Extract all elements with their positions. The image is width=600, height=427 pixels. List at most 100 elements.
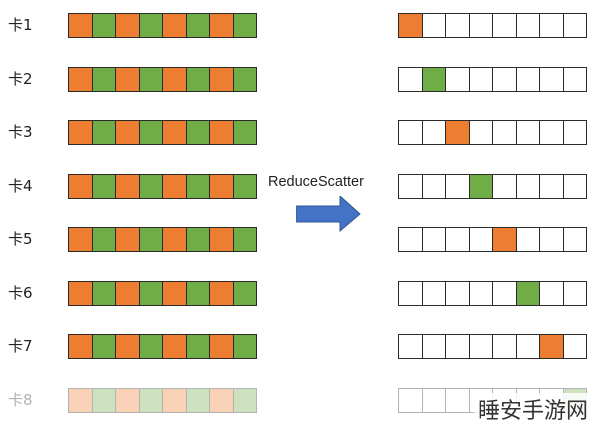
output-chunk-cell [445,280,470,306]
input-chunk-cell [68,173,93,199]
input-chunk-cell [209,227,234,252]
output-chunk-cell [539,280,564,306]
output-chunk-cell [398,120,423,145]
input-chunk-cell [162,227,187,252]
input-chunk-cell [115,227,140,252]
output-chunk-cell [562,66,587,92]
output-chunk-cell [562,227,587,252]
output-chunk-cell [492,280,517,306]
output-chunk-cell [445,387,470,413]
input-chunk-cell [68,280,93,306]
input-chunk-cell [232,280,257,306]
input-chunk-cell [138,387,163,413]
input-chunk-cell [209,173,234,199]
card-label: 卡1 [8,16,33,34]
input-chunk-cell [91,13,116,38]
output-chunk-cell [539,13,564,38]
output-chunk-cell [539,227,564,252]
input-chunk-cell [91,334,116,359]
output-chunk-cell [468,120,493,145]
input-chunk-cell [138,227,163,252]
output-chunk-cell [421,13,446,38]
input-chunk-cell [68,387,93,413]
input-chunk-cell [209,66,234,92]
input-chunk-cell [162,173,187,199]
input-chunk-cell [209,13,234,38]
input-chunk-cell [68,120,93,145]
output-chunk-cell [539,66,564,92]
output-chunk-cell [445,334,470,359]
output-chunk-cell [492,13,517,38]
input-chunk-cell [162,120,187,145]
output-chunk-cell [398,173,423,199]
input-chunk-cell [185,173,210,199]
input-chunk-cell [91,387,116,413]
input-chunk-cell [185,387,210,413]
input-chunk-cell [138,280,163,306]
output-chunk-cell [562,280,587,306]
input-chunk-cell [68,334,93,359]
card-label: 卡2 [8,69,33,88]
input-chunk-cell [232,387,257,413]
input-chunk-cell [115,387,140,413]
output-chunk-cell [398,13,423,38]
input-chunk-cell [185,280,210,306]
input-chunk-cell [162,334,187,359]
input-chunk-cell [115,66,140,92]
output-chunk-cell [515,227,540,252]
input-chunk-cell [115,334,140,359]
card-label: 卡5 [8,230,33,248]
output-chunk-cell [398,387,423,413]
output-chunk-cell [398,66,423,92]
input-chunk-cell [185,13,210,38]
output-chunk-cell [468,173,493,199]
output-chunk-cell [445,173,470,199]
output-chunk-cell [398,227,423,252]
output-chunk-cell [421,66,446,92]
output-chunk-cell [515,173,540,199]
input-chunk-cell [232,120,257,145]
input-chunk-cell [138,334,163,359]
output-chunk-cell [539,173,564,199]
output-chunk-cell [515,13,540,38]
input-chunk-cell [91,120,116,145]
output-chunk-cell [445,66,470,92]
output-chunk-cell [421,280,446,306]
output-chunk-cell [445,120,470,145]
output-chunk-cell [539,120,564,145]
output-chunk-cell [445,13,470,38]
output-chunk-cell [515,66,540,92]
output-chunk-cell [398,334,423,359]
input-chunk-cell [115,13,140,38]
output-chunk-cell [492,66,517,92]
input-chunk-cell [68,13,93,38]
output-chunk-cell [562,334,587,359]
card-label: 卡8 [8,390,33,409]
input-chunk-cell [138,173,163,199]
input-chunk-cell [232,227,257,252]
input-chunk-cell [162,13,187,38]
input-chunk-cell [209,334,234,359]
output-chunk-cell [492,227,517,252]
input-chunk-cell [232,13,257,38]
input-chunk-cell [115,120,140,145]
input-chunk-cell [91,227,116,252]
output-chunk-cell [562,173,587,199]
output-chunk-cell [421,334,446,359]
input-chunk-cell [138,120,163,145]
input-chunk-cell [91,280,116,306]
output-chunk-cell [468,13,493,38]
card-label: 卡3 [8,123,33,141]
output-chunk-cell [398,280,423,306]
output-chunk-cell [562,120,587,145]
output-chunk-cell [445,227,470,252]
input-chunk-cell [232,173,257,199]
output-chunk-cell [492,120,517,145]
output-chunk-cell [421,173,446,199]
input-chunk-cell [185,227,210,252]
card-label: 卡4 [8,176,33,195]
output-chunk-cell [515,120,540,145]
input-chunk-cell [68,66,93,92]
output-chunk-cell [421,120,446,145]
